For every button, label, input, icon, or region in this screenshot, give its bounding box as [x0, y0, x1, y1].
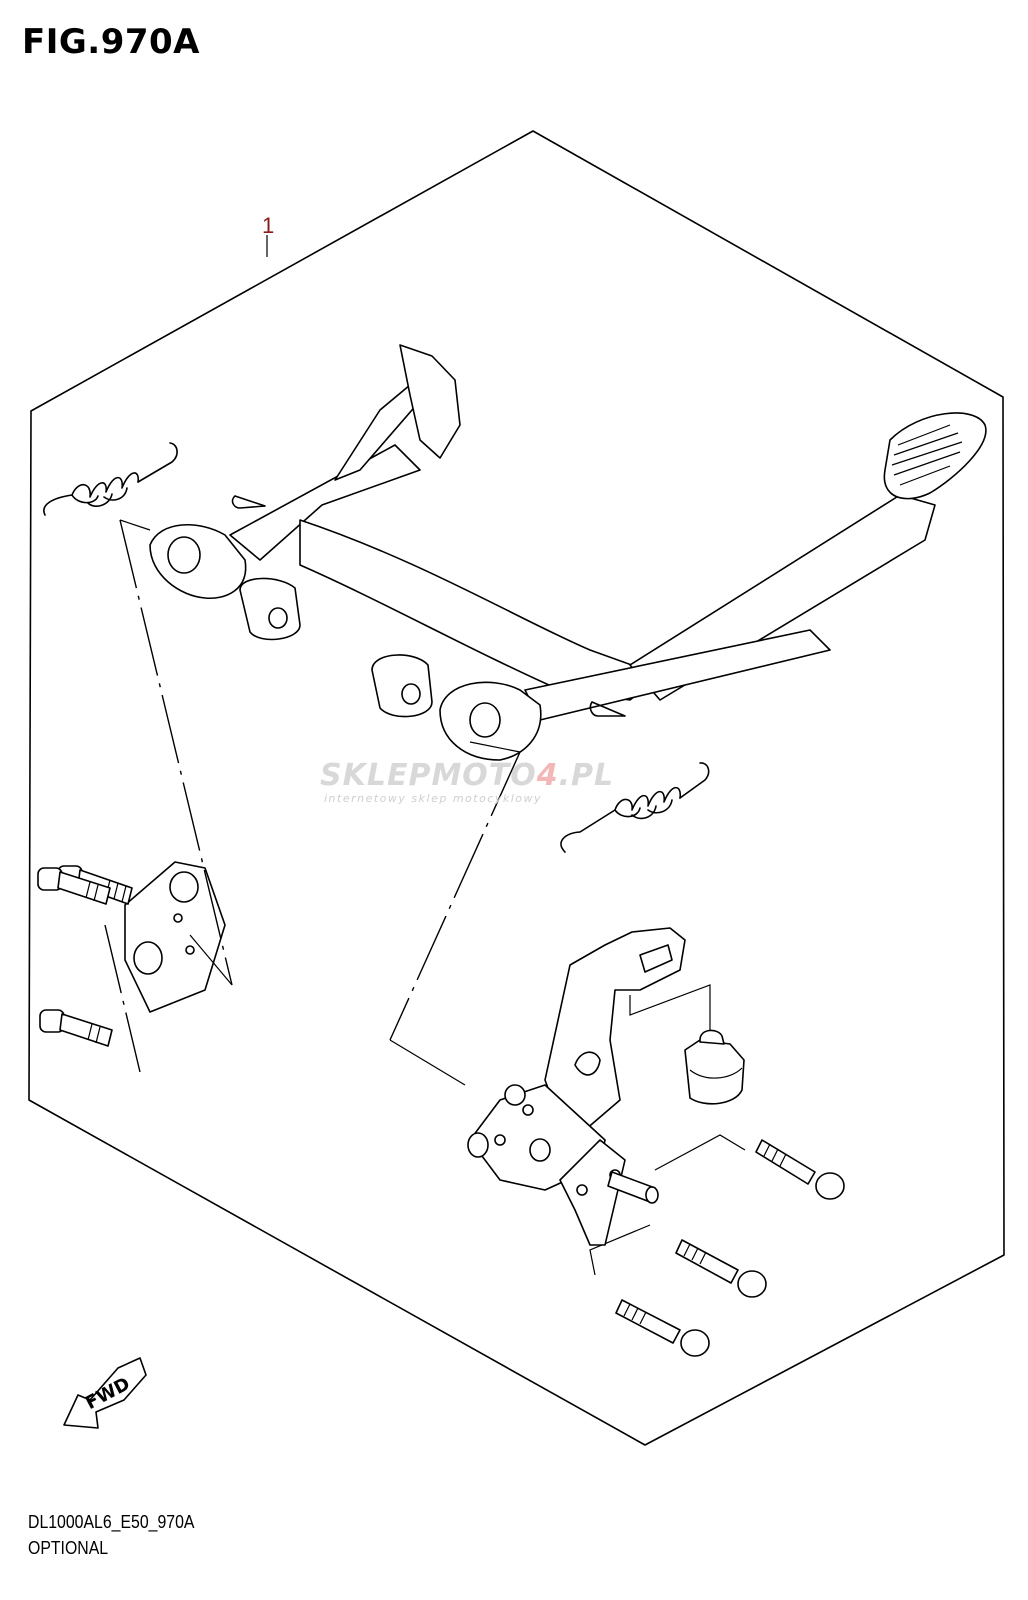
- callout-item-1[interactable]: 1: [262, 213, 275, 238]
- bolt-right-1[interactable]: [755, 1139, 845, 1200]
- category-label: OPTIONAL: [28, 1538, 109, 1558]
- assembly-lines: [104, 519, 746, 1276]
- center-stand[interactable]: [149, 344, 987, 761]
- bushing-right[interactable]: [371, 654, 433, 718]
- pedal-tread: [891, 424, 963, 486]
- side-bracket[interactable]: [467, 927, 686, 1246]
- bolt-right-2[interactable]: [675, 1239, 767, 1298]
- bushing-left[interactable]: [239, 577, 301, 641]
- mounting-plate-left[interactable]: [124, 861, 226, 1013]
- pin-bracket[interactable]: [607, 1171, 659, 1204]
- return-spring-upper[interactable]: [43, 442, 178, 516]
- model-code: DL1000AL6_E50_970A: [28, 1512, 195, 1532]
- bolt-right-3[interactable]: [615, 1299, 710, 1357]
- fwd-arrow-icon: FWD: [63, 1357, 147, 1429]
- bolt-left-3[interactable]: [39, 1009, 113, 1047]
- figure-title: FIG.970A: [22, 22, 200, 62]
- kit-outline: [28, 130, 1005, 1446]
- return-spring-lower[interactable]: [560, 762, 710, 853]
- rubber-stopper[interactable]: [684, 1029, 745, 1105]
- bolt-left-2[interactable]: [37, 867, 111, 905]
